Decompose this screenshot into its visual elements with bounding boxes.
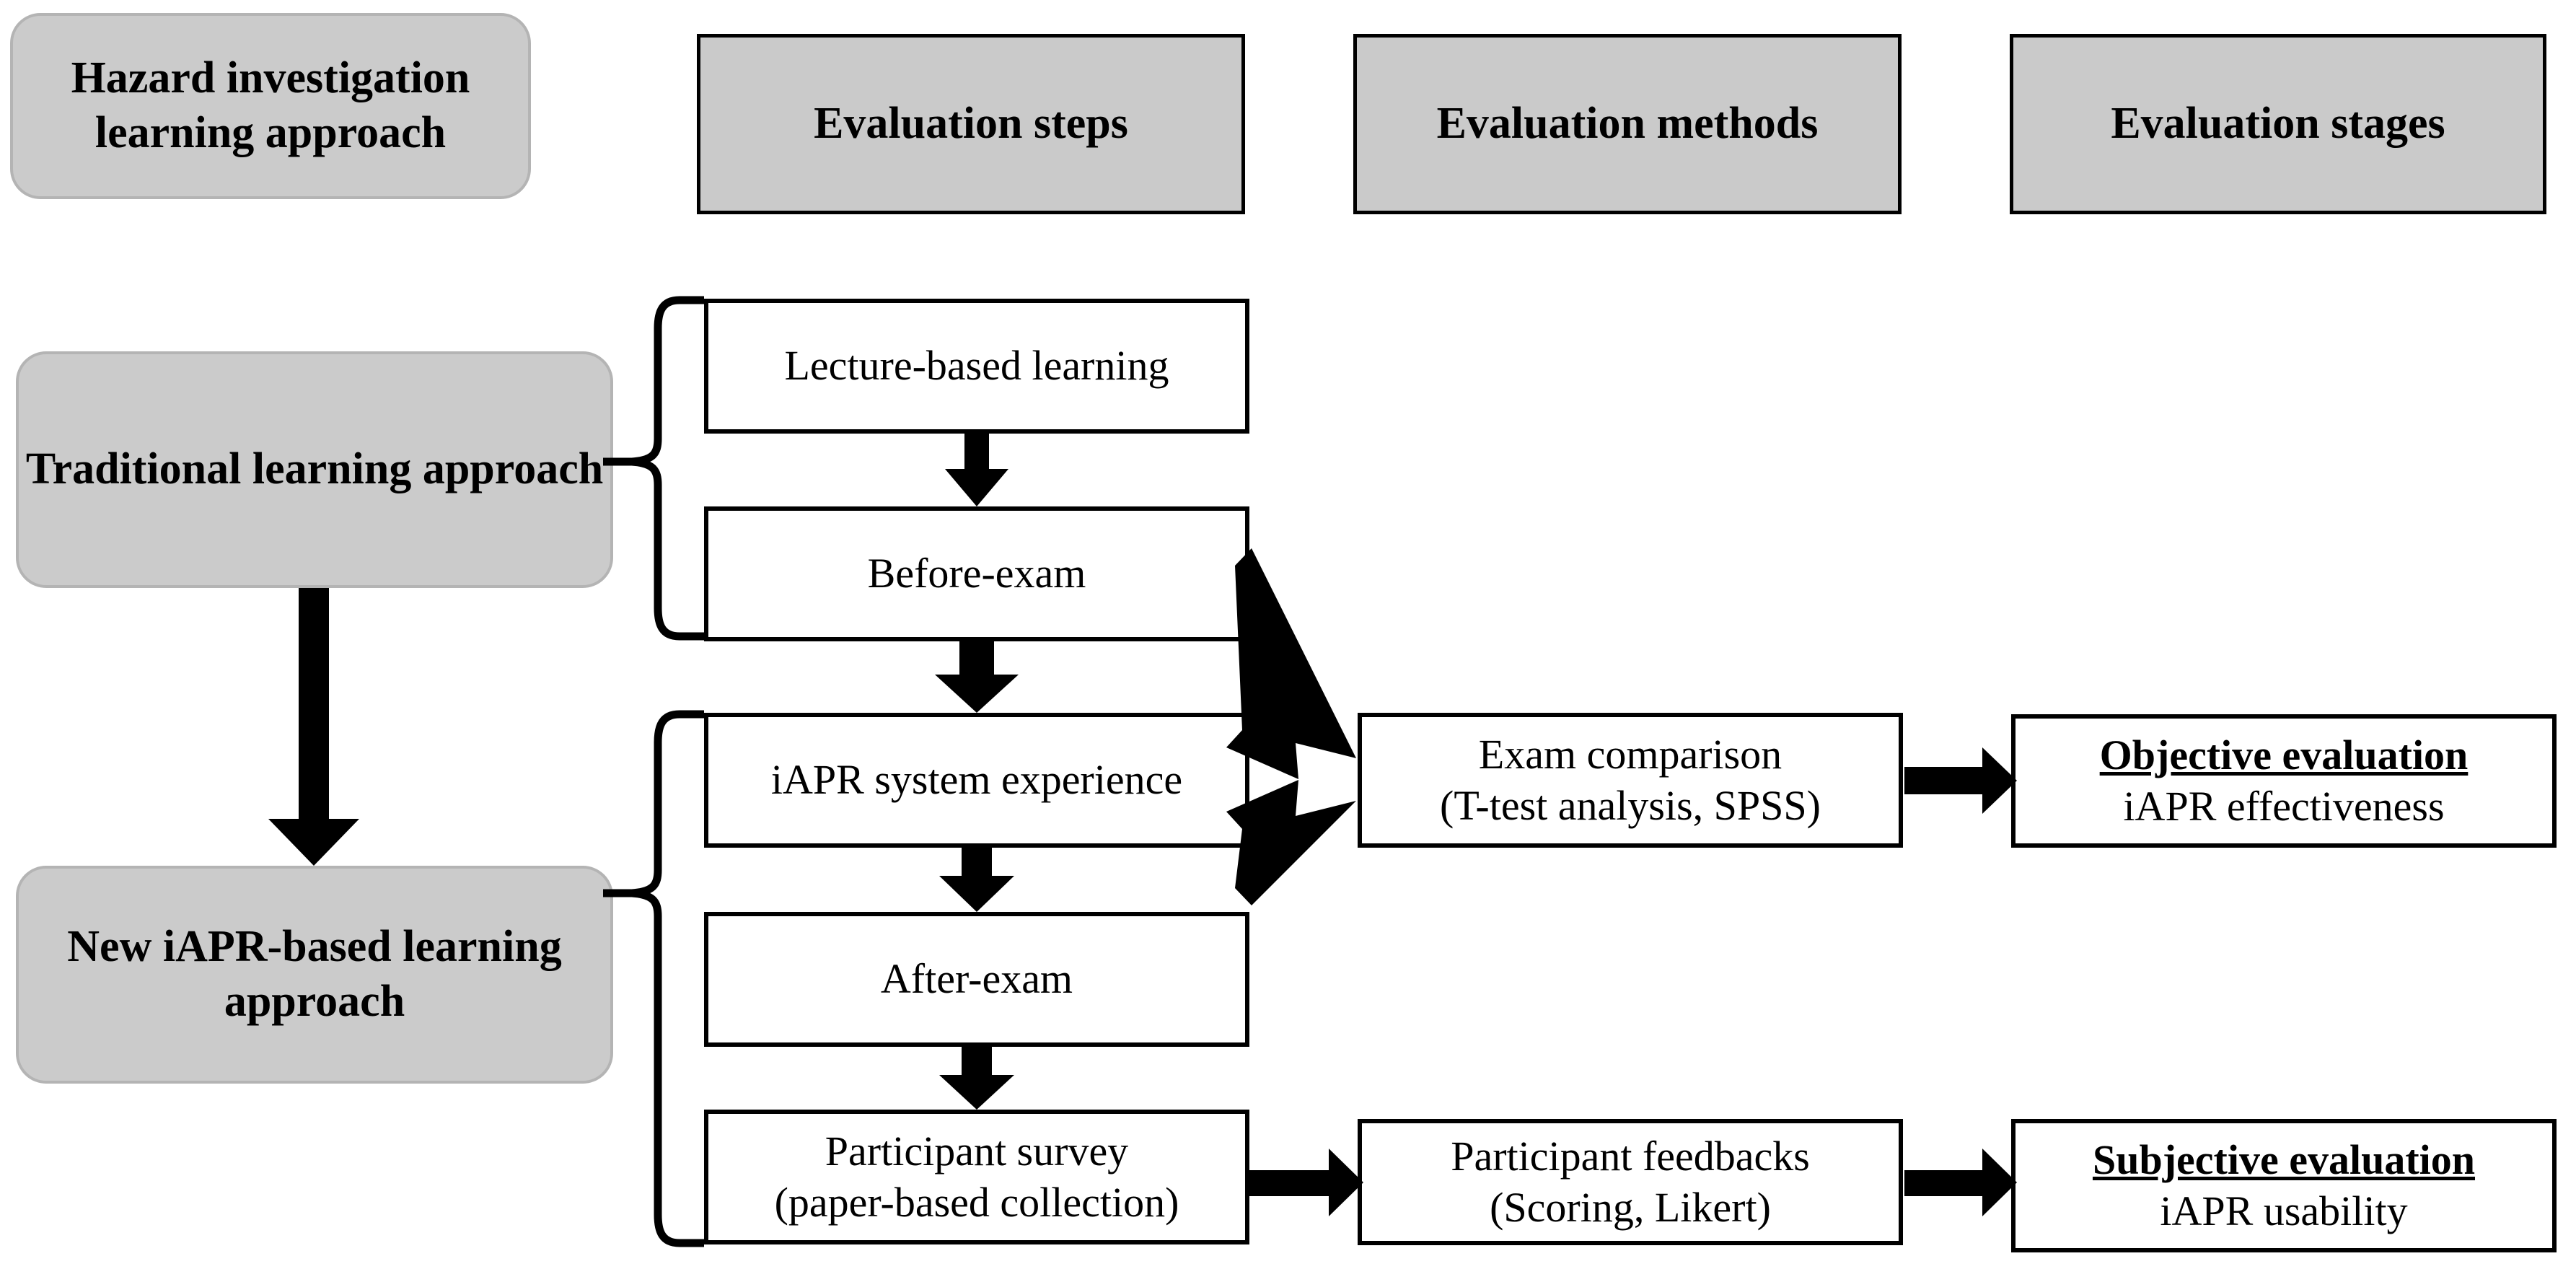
step-after-exam-label: After-exam: [880, 955, 1073, 1003]
method-participant-feedbacks: Participant feedbacks (Scoring, Likert): [1358, 1119, 1903, 1245]
header-hazard-investigation-learning-approach: Hazard investigation learning approach: [10, 13, 531, 199]
approach-new-iapr-based-learning: New iAPR-based learning approach: [16, 866, 613, 1084]
step-participant-survey: Participant survey (paper-based collecti…: [704, 1110, 1249, 1244]
stage-objective-subtitle: iAPR effectiveness: [2123, 782, 2445, 830]
header-evaluation-steps: Evaluation steps: [697, 34, 1245, 214]
arrow-exam-comparison-to-objective-evaluation: [1904, 747, 2017, 814]
arrow-feedbacks-to-subjective-evaluation: [1904, 1149, 2017, 1216]
step-after-exam: After-exam: [704, 912, 1249, 1047]
approach-iapr-line1: New iAPR-based: [67, 922, 392, 972]
method-participant-feedbacks-text: Participant feedbacks (Scoring, Likert): [1451, 1131, 1810, 1234]
step-iapr-system-experience: iAPR system experience: [704, 713, 1249, 848]
arrow-traditional-to-iapr-approach: [268, 588, 359, 866]
approach-iapr-text: New iAPR-based learning approach: [19, 920, 610, 1029]
method-exam-comparison-text: Exam comparison (T-test analysis, SPSS): [1440, 729, 1821, 832]
approach-traditional-line2: learning approach: [252, 444, 604, 494]
arrow-after-exam-to-participant-survey: [939, 1047, 1014, 1110]
stage-subjective-text: Subjective evaluation iAPR usability: [2093, 1135, 2475, 1237]
arrow-lecture-to-before-exam: [945, 434, 1008, 506]
method-participant-feedbacks-line2: (Scoring, Likert): [1490, 1183, 1771, 1231]
step-lecture-based-learning: Lecture-based learning: [704, 299, 1249, 434]
stage-subjective-subtitle: iAPR usability: [2160, 1187, 2408, 1234]
step-participant-survey-text: Participant survey (paper-based collecti…: [775, 1126, 1179, 1229]
stage-subjective-title: Subjective evaluation: [2092, 1136, 2476, 1183]
header-steps-label: Evaluation steps: [814, 99, 1128, 149]
stage-objective-text: Objective evaluation iAPR effectiveness: [2100, 730, 2469, 833]
arrow-before-exam-to-iapr-experience: [935, 641, 1019, 713]
stage-subjective-evaluation: Subjective evaluation iAPR usability: [2011, 1119, 2557, 1252]
stage-objective-evaluation: Objective evaluation iAPR effectiveness: [2011, 714, 2557, 848]
header-evaluation-methods: Evaluation methods: [1353, 34, 1902, 214]
stage-objective-title: Objective evaluation: [2099, 731, 2469, 778]
header-methods-label: Evaluation methods: [1436, 99, 1819, 149]
arrow-participant-survey-to-feedbacks: [1249, 1149, 1363, 1216]
header-approach-line1: Hazard investigation: [71, 53, 470, 103]
brace-iapr-steps: [603, 710, 704, 1247]
approach-traditional-text: Traditional learning approach: [26, 442, 603, 497]
step-participant-survey-line2: (paper-based collection): [774, 1178, 1179, 1226]
step-lecture-label: Lecture-based learning: [784, 342, 1169, 390]
arrow-iapr-experience-to-after-exam: [939, 848, 1014, 912]
approach-traditional-learning: Traditional learning approach: [16, 351, 613, 588]
method-exam-comparison-line2: (T-test analysis, SPSS): [1440, 781, 1821, 829]
step-before-exam: Before-exam: [704, 506, 1249, 641]
step-iapr-experience-label: iAPR system experience: [770, 756, 1183, 804]
header-approach-text: Hazard investigation learning approach: [13, 51, 528, 160]
step-before-exam-label: Before-exam: [867, 550, 1086, 597]
approach-traditional-line1: Traditional: [25, 444, 242, 494]
header-approach-line2: learning approach: [94, 108, 447, 157]
step-participant-survey-line1: Participant survey: [825, 1127, 1129, 1175]
header-stages-label: Evaluation stages: [2111, 99, 2445, 149]
method-exam-comparison: Exam comparison (T-test analysis, SPSS): [1358, 713, 1903, 848]
header-evaluation-stages: Evaluation stages: [2010, 34, 2546, 214]
brace-traditional-steps: [603, 296, 704, 641]
method-participant-feedbacks-line1: Participant feedbacks: [1451, 1132, 1810, 1180]
method-exam-comparison-line1: Exam comparison: [1478, 730, 1782, 778]
approach-iapr-line2: learning approach: [224, 922, 562, 1026]
